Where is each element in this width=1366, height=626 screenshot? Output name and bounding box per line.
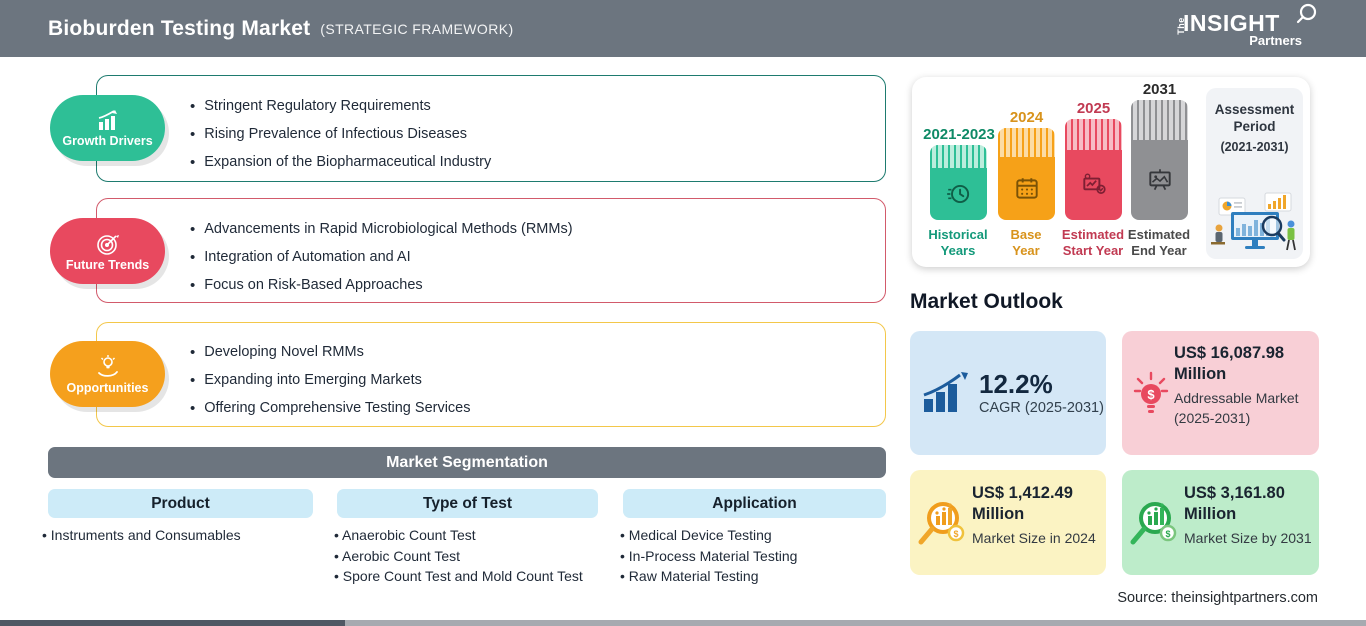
- bar-body: [998, 157, 1055, 220]
- bulb-hand-icon: [97, 354, 118, 377]
- segment-header-product: Product: [48, 489, 313, 518]
- historical-years-bar: [930, 145, 987, 220]
- assessment-period-range: (2021-2031): [1220, 140, 1289, 154]
- growth-chart-icon: [98, 109, 117, 130]
- market-size-2024-card: $ US$ 1,412.49 Million Market Size in 20…: [910, 470, 1106, 575]
- presentation-board-icon: [1148, 169, 1171, 191]
- assessment-period-title: Assessment Period: [1214, 102, 1295, 134]
- insight-partners-logo: The INSIGHT Partners: [1176, 3, 1317, 49]
- list-item: Offering Comprehensive Testing Services: [190, 394, 880, 422]
- base-year-label: Base Year: [1010, 227, 1042, 258]
- market-size-2024-value: US$ 1,412.49 Million: [972, 484, 1073, 523]
- historical-years-label: Historical Years: [928, 227, 988, 258]
- segment-header-type-of-test: Type of Test: [337, 489, 598, 518]
- list-item: Developing Novel RMMs: [190, 338, 880, 366]
- analysts-illustration: [1211, 192, 1296, 251]
- product-list: Instruments and Consumables: [42, 525, 322, 546]
- market-size-2031-card: $ US$ 3,161.80 Million Market Size by 20…: [1122, 470, 1319, 575]
- market-size-2031-value: US$ 3,161.80 Million: [1184, 484, 1285, 523]
- estimated-start-year-value: 2025: [1076, 100, 1111, 117]
- list-item: Anaerobic Count Test: [334, 525, 614, 546]
- bottom-strip-light: [345, 620, 1366, 626]
- list-item: Instruments and Consumables: [42, 525, 322, 546]
- magnifier-chart-icon-green: $: [1130, 502, 1177, 545]
- bar-body: [930, 168, 987, 220]
- growth-drivers-badge: Growth Drivers: [50, 95, 165, 161]
- growth-drivers-list: Stringent Regulatory Requirements Rising…: [190, 92, 880, 176]
- market-size-2024-label: Market Size in 2024: [972, 530, 1096, 546]
- list-item: Medical Device Testing: [620, 525, 890, 546]
- opportunities-label: Opportunities: [66, 380, 149, 395]
- bulb-dollar-icon: $: [1133, 371, 1169, 413]
- cagr-value: 12.2%: [979, 369, 1053, 399]
- type-of-test-list: Anaerobic Count Test Aerobic Count Test …: [334, 525, 614, 587]
- forecast-monitor-icon: [1082, 173, 1106, 194]
- logo-partners-text: Partners: [1249, 33, 1302, 48]
- list-item: Rising Prevalence of Infectious Diseases: [190, 120, 880, 148]
- bar-stripes: [1065, 119, 1122, 150]
- historical-years-value: 2021-2023: [923, 126, 995, 143]
- calendar-icon: [1015, 177, 1038, 199]
- cagr-label: CAGR (2025-2031): [979, 400, 1104, 416]
- application-list: Medical Device Testing In-Process Materi…: [620, 525, 890, 587]
- assessment-period-card: Assessment Period (2021-2031): [1206, 88, 1303, 259]
- bar-stripes: [1131, 100, 1188, 140]
- list-item: Expanding into Emerging Markets: [190, 366, 880, 394]
- base-year-bar: [998, 128, 1055, 220]
- segment-header-application: Application: [623, 489, 886, 518]
- addressable-market-value: US$ 16,087.98 Million: [1174, 344, 1285, 383]
- opportunities-badge: Opportunities: [50, 341, 165, 407]
- bottom-strip-dark: [0, 620, 345, 626]
- estimated-end-year-value: 2031: [1142, 81, 1177, 98]
- addressable-market-label: Addressable Market (2025-2031): [1174, 390, 1299, 426]
- bar-stripes: [930, 145, 987, 168]
- target-arrow-icon: [96, 234, 119, 255]
- bar-body: [1131, 140, 1188, 220]
- logo-insight-text: INSIGHT: [1183, 10, 1280, 36]
- market-segmentation-header: Market Segmentation: [48, 447, 886, 478]
- list-item: Spore Count Test and Mold Count Test: [334, 566, 614, 587]
- svg-text:$: $: [1165, 529, 1170, 539]
- opportunities-list: Developing Novel RMMs Expanding into Eme…: [190, 338, 880, 422]
- source-attribution: Source: theinsightpartners.com: [1117, 590, 1318, 606]
- estimated-end-year-bar: [1131, 100, 1188, 220]
- estimated-end-year-label: Estimated End Year: [1127, 227, 1191, 258]
- future-trends-list: Advancements in Rapid Microbiological Me…: [190, 215, 880, 299]
- addressable-market-card: $ US$ 16,087.98 Million Addressable Mark…: [1122, 331, 1319, 455]
- bar-stripes: [998, 128, 1055, 157]
- cagr-card: 12.2% CAGR (2025-2031): [910, 331, 1106, 455]
- list-item: Integration of Automation and AI: [190, 243, 880, 271]
- estimated-start-year-label: Estimated Start Year: [1061, 227, 1125, 258]
- market-outlook-title: Market Outlook: [910, 290, 1063, 313]
- svg-text:$: $: [1147, 387, 1155, 402]
- magnifier-lens-icon: [1296, 3, 1317, 24]
- growth-drivers-label: Growth Drivers: [62, 133, 153, 148]
- list-item: In-Process Material Testing: [620, 546, 890, 567]
- cagr-text: 12.2% CAGR (2025-2031): [979, 370, 1104, 416]
- list-item: Advancements in Rapid Microbiological Me…: [190, 215, 880, 243]
- future-trends-badge: Future Trends: [50, 218, 165, 284]
- page-subtitle: (STRATEGIC FRAMEWORK): [320, 20, 514, 37]
- list-item: Expansion of the Biopharmaceutical Indus…: [190, 148, 880, 176]
- list-item: Aerobic Count Test: [334, 546, 614, 567]
- future-trends-label: Future Trends: [65, 257, 150, 272]
- svg-text:$: $: [953, 529, 958, 539]
- market-size-2031-label: Market Size by 2031: [1184, 530, 1312, 546]
- page-title: Bioburden Testing Market: [48, 16, 311, 40]
- estimated-start-year-bar: [1065, 119, 1122, 220]
- bar-body: [1065, 150, 1122, 220]
- cagr-growth-icon: [923, 372, 968, 412]
- base-year-value: 2024: [1009, 109, 1044, 126]
- history-clock-icon: [946, 184, 969, 204]
- header-bar: Bioburden Testing Market (STRATEGIC FRAM…: [0, 0, 1366, 57]
- list-item: Raw Material Testing: [620, 566, 890, 587]
- magnifier-chart-icon-orange: $: [918, 502, 965, 545]
- list-item: Focus on Risk-Based Approaches: [190, 271, 880, 299]
- list-item: Stringent Regulatory Requirements: [190, 92, 880, 120]
